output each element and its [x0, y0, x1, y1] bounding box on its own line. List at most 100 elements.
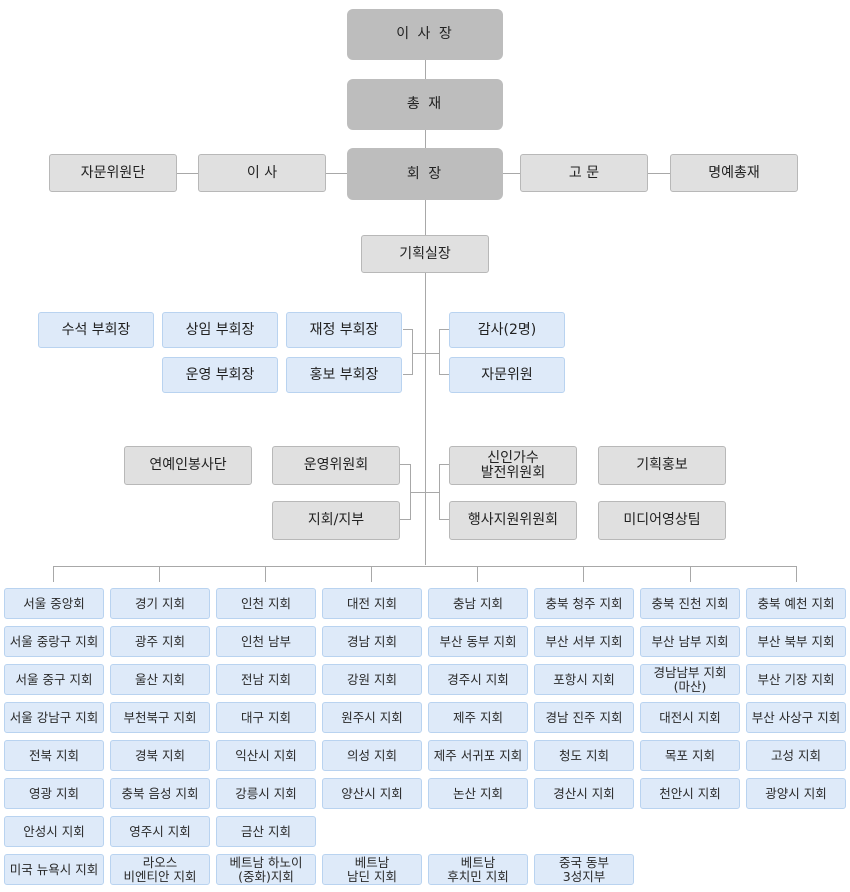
- branch-box[interactable]: 부천북구 지회: [110, 702, 210, 733]
- operations-committee-box[interactable]: 운영위원회: [272, 446, 400, 485]
- branch-box[interactable]: 영광 지회: [4, 778, 104, 809]
- branch-box[interactable]: 부산 북부 지회: [746, 626, 846, 657]
- branch-box[interactable]: 제주 지회: [428, 702, 528, 733]
- connector-line: [690, 566, 691, 582]
- connector-line: [412, 329, 413, 375]
- branch-box[interactable]: 충남 지회: [428, 588, 528, 619]
- branch-box[interactable]: 경산시 지회: [534, 778, 634, 809]
- branch-box[interactable]: 경남남부 지회 (마산): [640, 664, 740, 695]
- branch-box[interactable]: 베트남 하노이 (중화)지회: [216, 854, 316, 885]
- connector-line: [410, 492, 440, 493]
- branch-box[interactable]: 강릉시 지회: [216, 778, 316, 809]
- connector-line: [477, 566, 478, 582]
- branch-box[interactable]: 전북 지회: [4, 740, 104, 771]
- connector-line: [796, 566, 797, 582]
- pr-vice-president-box[interactable]: 홍보 부회장: [286, 357, 402, 393]
- advisory-group-box[interactable]: 자문위원단: [49, 154, 177, 192]
- branch-box[interactable]: 중국 동부 3성지부: [534, 854, 634, 885]
- branch-box[interactable]: 베트남 후치민 지회: [428, 854, 528, 885]
- branch-chapter-box[interactable]: 지회/지부: [272, 501, 400, 540]
- branch-box[interactable]: 양산시 지회: [322, 778, 422, 809]
- new-singer-committee-box[interactable]: 신인가수 발전위원회: [449, 446, 577, 485]
- event-support-committee-box[interactable]: 행사지원위원회: [449, 501, 577, 540]
- branch-box[interactable]: 금산 지회: [216, 816, 316, 847]
- branch-box[interactable]: 서울 중구 지회: [4, 664, 104, 695]
- branch-box[interactable]: 충북 진천 지회: [640, 588, 740, 619]
- branch-box[interactable]: 안성시 지회: [4, 816, 104, 847]
- branch-box[interactable]: 부산 동부 지회: [428, 626, 528, 657]
- branch-box[interactable]: 대전 지회: [322, 588, 422, 619]
- connector-line: [326, 173, 348, 174]
- branch-box[interactable]: 포항시 지회: [534, 664, 634, 695]
- connector-line: [439, 329, 450, 330]
- branch-box[interactable]: 청도 지회: [534, 740, 634, 771]
- branch-box[interactable]: 경기 지회: [110, 588, 210, 619]
- connector-line: [439, 464, 450, 465]
- branch-box[interactable]: 라오스 비엔티안 지회: [110, 854, 210, 885]
- branch-box[interactable]: 서울 중앙회: [4, 588, 104, 619]
- branch-box[interactable]: 서울 강남구 지회: [4, 702, 104, 733]
- branch-box[interactable]: 부산 기장 지회: [746, 664, 846, 695]
- auditor-box[interactable]: 감사(2명): [449, 312, 565, 348]
- media-video-team-box[interactable]: 미디어영상팀: [598, 501, 726, 540]
- senior-vice-president-box[interactable]: 수석 부회장: [38, 312, 154, 348]
- planning-pr-box[interactable]: 기획홍보: [598, 446, 726, 485]
- branch-box[interactable]: 제주 서귀포 지회: [428, 740, 528, 771]
- branch-box[interactable]: 베트남 남딘 지회: [322, 854, 422, 885]
- connector-line: [439, 519, 450, 520]
- connector-line: [53, 566, 797, 567]
- chairman-board-box[interactable]: 이 사 장: [347, 9, 503, 60]
- branch-box[interactable]: 부산 사상구 지회: [746, 702, 846, 733]
- branch-box[interactable]: 인천 지회: [216, 588, 316, 619]
- branch-box[interactable]: 인천 남부: [216, 626, 316, 657]
- president-box[interactable]: 총 재: [347, 79, 503, 130]
- connector-line: [412, 353, 440, 354]
- connector-line: [583, 566, 584, 582]
- standing-vice-president-box[interactable]: 상임 부회장: [162, 312, 278, 348]
- connector-line: [159, 566, 160, 582]
- connector-line: [439, 464, 440, 520]
- connector-line: [503, 173, 520, 174]
- branch-box[interactable]: 논산 지회: [428, 778, 528, 809]
- connector-line: [265, 566, 266, 582]
- branch-box[interactable]: 전남 지회: [216, 664, 316, 695]
- branch-box[interactable]: 고성 지회: [746, 740, 846, 771]
- connector-line: [403, 374, 413, 375]
- counselor-box[interactable]: 고 문: [520, 154, 648, 192]
- branch-box[interactable]: 원주시 지회: [322, 702, 422, 733]
- branch-box[interactable]: 경주시 지회: [428, 664, 528, 695]
- branch-box[interactable]: 서울 중랑구 지회: [4, 626, 104, 657]
- connector-line: [400, 519, 411, 520]
- branch-box[interactable]: 대구 지회: [216, 702, 316, 733]
- planning-chief-box[interactable]: 기획실장: [361, 235, 489, 273]
- branch-box[interactable]: 부산 남부 지회: [640, 626, 740, 657]
- connector-line: [439, 374, 450, 375]
- connector-line: [648, 173, 670, 174]
- branch-box[interactable]: 광양시 지회: [746, 778, 846, 809]
- branch-box[interactable]: 충북 예천 지회: [746, 588, 846, 619]
- branch-box[interactable]: 경북 지회: [110, 740, 210, 771]
- branch-box[interactable]: 목포 지회: [640, 740, 740, 771]
- branch-box[interactable]: 의성 지회: [322, 740, 422, 771]
- director-box[interactable]: 이 사: [198, 154, 326, 192]
- branch-box[interactable]: 천안시 지회: [640, 778, 740, 809]
- branch-box[interactable]: 미국 뉴욕시 지회: [4, 854, 104, 885]
- honorary-president-box[interactable]: 명예총재: [670, 154, 798, 192]
- branch-box[interactable]: 강원 지회: [322, 664, 422, 695]
- branch-box[interactable]: 영주시 지회: [110, 816, 210, 847]
- branch-box[interactable]: 울산 지회: [110, 664, 210, 695]
- branch-box[interactable]: 익산시 지회: [216, 740, 316, 771]
- branch-box[interactable]: 부산 서부 지회: [534, 626, 634, 657]
- celebrity-volunteer-box[interactable]: 연예인봉사단: [124, 446, 252, 485]
- branch-box[interactable]: 충북 청주 지회: [534, 588, 634, 619]
- finance-vice-president-box[interactable]: 재정 부회장: [286, 312, 402, 348]
- branch-box[interactable]: 광주 지회: [110, 626, 210, 657]
- branch-box[interactable]: 경남 지회: [322, 626, 422, 657]
- advisory-member-box[interactable]: 자문위원: [449, 357, 565, 393]
- chairman-box[interactable]: 회 장: [347, 148, 503, 200]
- connector-line: [53, 566, 54, 582]
- branch-box[interactable]: 경남 진주 지회: [534, 702, 634, 733]
- branch-box[interactable]: 대전시 지회: [640, 702, 740, 733]
- operations-vice-president-box[interactable]: 운영 부회장: [162, 357, 278, 393]
- branch-box[interactable]: 충북 음성 지회: [110, 778, 210, 809]
